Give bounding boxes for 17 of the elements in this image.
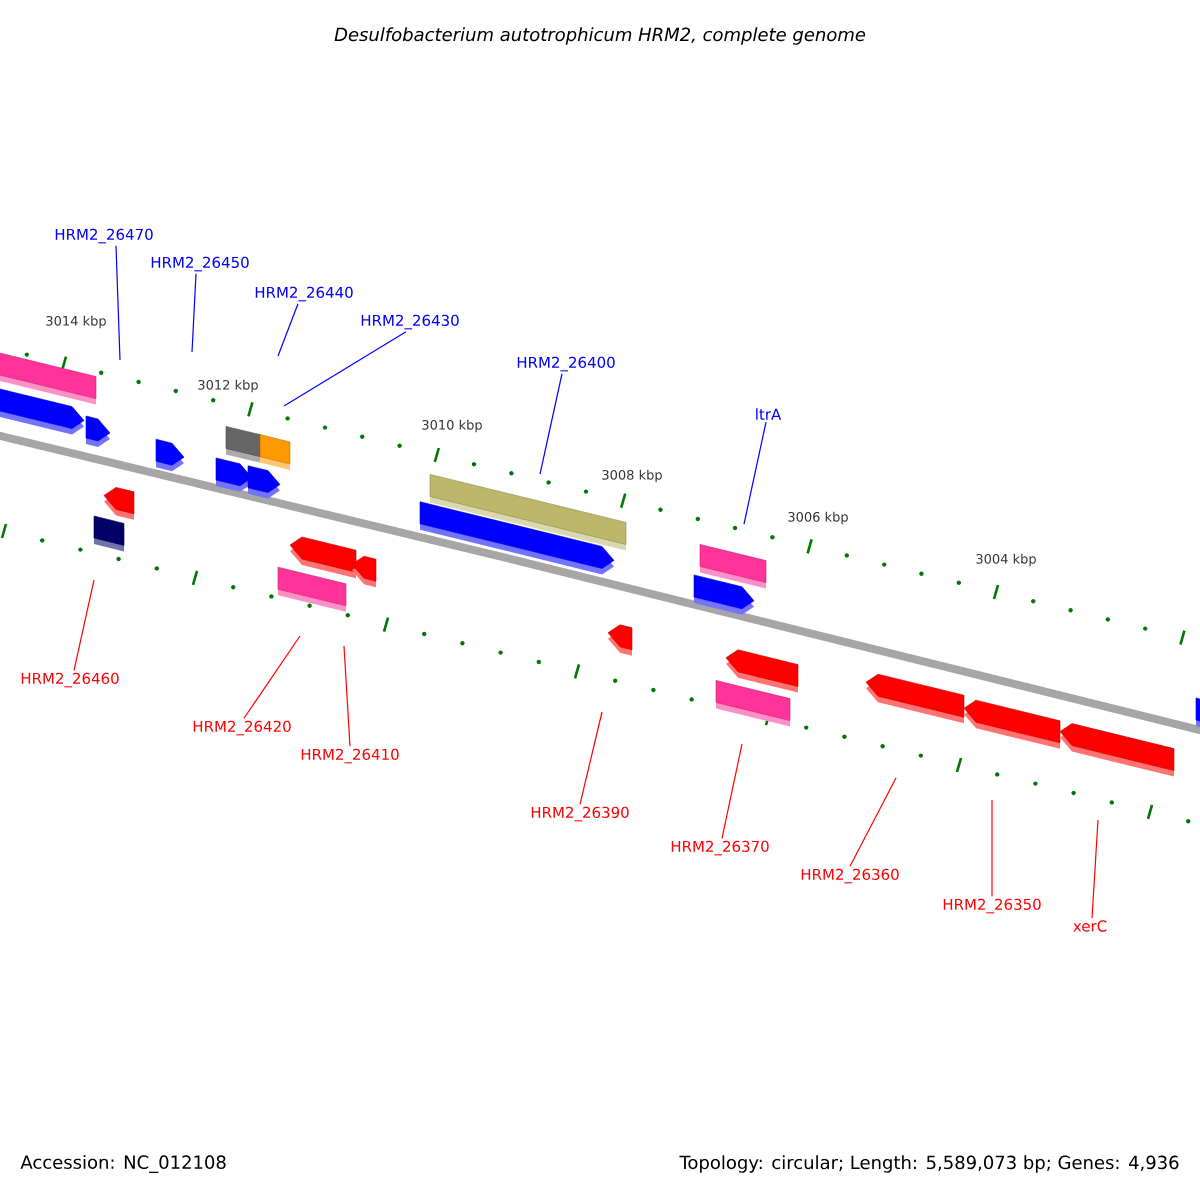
leader-line (579, 711, 603, 805)
leader-line (191, 273, 197, 353)
leader-line (849, 777, 897, 867)
title: Desulfobacterium autotrophicum HRM2, complete genome (334, 27, 866, 45)
leader-line (277, 303, 299, 357)
leader-line (1091, 819, 1099, 919)
leader-line (991, 799, 993, 897)
leader-line (243, 635, 301, 719)
leader-line (283, 331, 407, 407)
accession-text: Accession: NC_012108 (20, 1155, 226, 1173)
leader-line (539, 373, 563, 475)
leader-line (743, 421, 767, 525)
leader-line (721, 743, 743, 839)
genome-summary-text: Topology: circular; Length: 5,589,073 bp; Genes: 4,936 (679, 1155, 1179, 1173)
leader-line (343, 645, 351, 747)
leader-line (73, 579, 95, 671)
leader-line (115, 245, 121, 361)
